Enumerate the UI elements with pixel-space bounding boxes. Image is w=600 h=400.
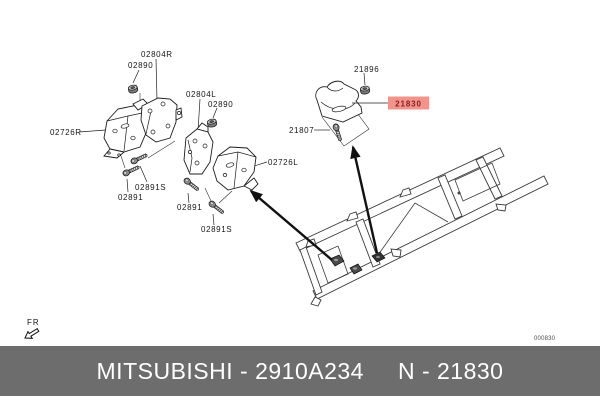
engine-mount-right-group: 02804R 02890 02726R 02891S 02891 bbox=[50, 50, 183, 202]
frame-mount-left-installed bbox=[329, 254, 345, 267]
callout-arrow-left-mount bbox=[249, 189, 333, 261]
roll-stopper-bracket-part bbox=[315, 80, 363, 123]
part-label-02891S-r: 02891S bbox=[135, 183, 166, 192]
part-label-02891S-l: 02891S bbox=[201, 225, 232, 234]
roll-stopper-group: 21896 21807 21830 bbox=[289, 65, 429, 147]
part-label-02804L: 02804L bbox=[186, 90, 216, 99]
part-label-21807: 21807 bbox=[289, 126, 314, 135]
roll-stopper-nut-part bbox=[359, 85, 371, 95]
bolt-right-part bbox=[121, 163, 141, 178]
callout-arrow-roll-stopper bbox=[350, 145, 379, 254]
engine-mount-bracket-right-part bbox=[132, 97, 183, 143]
catalog-footer-banner: MITSUBISHI - 2910A234 N - 21830 bbox=[0, 346, 600, 396]
engine-mount-left-group: 02804L 02890 02726L 02891 02891S bbox=[177, 90, 298, 234]
part-label-02804R: 02804R bbox=[141, 50, 173, 59]
parts-diagram-canvas: 02804R 02890 02726R 02891S 02891 bbox=[24, 50, 556, 342]
nut-right-part bbox=[127, 83, 139, 95]
part-label-02726R: 02726R bbox=[50, 128, 82, 137]
nut-left-part bbox=[206, 117, 218, 129]
fr-direction-arrow-icon bbox=[24, 328, 40, 339]
engine-mount-left-part bbox=[212, 146, 259, 191]
frame-bolt-point bbox=[457, 191, 461, 195]
part-label-02891-l: 02891 bbox=[177, 203, 202, 212]
banner-ref-number: N - 21830 bbox=[397, 357, 504, 384]
banner-brand-part-number: MITSUBISHI - 2910A234 bbox=[96, 357, 364, 384]
highlighted-part-callout[interactable]: 21830 bbox=[352, 96, 429, 110]
part-label-02890-r: 02890 bbox=[128, 61, 153, 70]
part-label-21896: 21896 bbox=[354, 65, 379, 74]
part-label-21830[interactable]: 21830 bbox=[395, 100, 422, 109]
part-label-02726L: 02726L bbox=[268, 158, 298, 167]
highlight-box[interactable] bbox=[388, 96, 429, 110]
part-label-02890-l: 02890 bbox=[208, 100, 233, 109]
drawing-number: 000830 bbox=[534, 336, 556, 342]
front-direction-indicator: FR bbox=[24, 318, 40, 339]
frame-roll-stopper-installed bbox=[371, 251, 386, 263]
engine-mount-right-part bbox=[103, 104, 148, 159]
bolt-left-part bbox=[182, 176, 201, 193]
flanged-bolt-right-part bbox=[129, 151, 149, 166]
engine-mount-bracket-left-part bbox=[183, 122, 214, 175]
fr-label: FR bbox=[27, 318, 40, 327]
chassis-frame bbox=[295, 147, 549, 307]
flanged-bolt-left-part bbox=[207, 199, 226, 216]
part-label-02891-r: 02891 bbox=[118, 193, 143, 202]
frame-mount-right-installed bbox=[349, 263, 363, 275]
